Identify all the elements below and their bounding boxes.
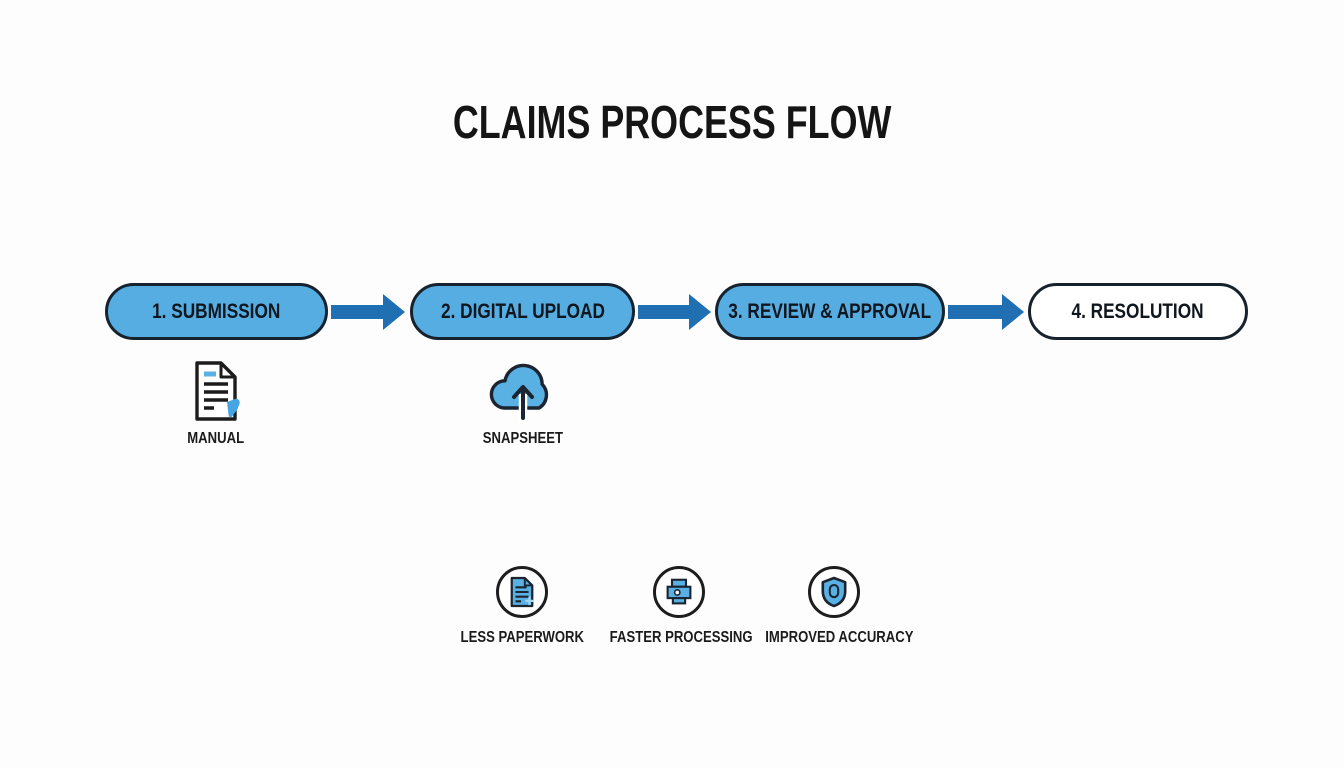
step-submission-label: 1. SUBMISSION <box>152 299 281 323</box>
step-submission: 1. SUBMISSION <box>105 283 328 340</box>
cloud-upload-icon <box>489 363 549 420</box>
annotation-manual: MANUAL <box>146 356 286 448</box>
step-resolution-label: 4. RESOLUTION <box>1071 299 1205 323</box>
shield-lock-icon <box>821 576 847 608</box>
flow-arrow-icon <box>948 294 1024 330</box>
document-pen-icon <box>195 361 240 421</box>
circle-badge <box>653 566 705 618</box>
step-digital-upload-label: 2. DIGITAL UPLOAD <box>440 299 605 323</box>
annotation-snapsheet-label: SNAPSHEET <box>482 430 564 447</box>
circle-badge <box>496 566 548 618</box>
circle-badge <box>808 566 860 618</box>
page-title: CLAIMS PROCESS FLOW <box>452 96 892 148</box>
document-sparkle-icon <box>510 576 534 608</box>
flow-arrow-icon <box>331 294 405 330</box>
benefit-less-paperwork-label: LESS PAPERWORK <box>460 629 584 646</box>
printer-icon <box>666 578 692 605</box>
benefit-faster-processing: FASTER PROCESSING <box>594 566 764 647</box>
benefit-less-paperwork: LESS PAPERWORK <box>437 566 607 647</box>
annotation-snapsheet: SNAPSHEET <box>453 356 593 448</box>
benefit-improved-accuracy: IMPROVED ACCURACY <box>749 566 919 647</box>
benefit-improved-accuracy-label: IMPROVED ACCURACY <box>765 629 914 646</box>
step-review-approval: 3. REVIEW & APPROVAL <box>715 283 945 340</box>
benefit-faster-processing-label: FASTER PROCESSING <box>609 629 753 646</box>
step-review-approval-label: 3. REVIEW & APPROVAL <box>728 299 932 323</box>
annotation-manual-label: MANUAL <box>187 430 245 447</box>
step-resolution: 4. RESOLUTION <box>1028 283 1248 340</box>
flow-arrow-icon <box>638 294 711 330</box>
step-digital-upload: 2. DIGITAL UPLOAD <box>410 283 635 340</box>
